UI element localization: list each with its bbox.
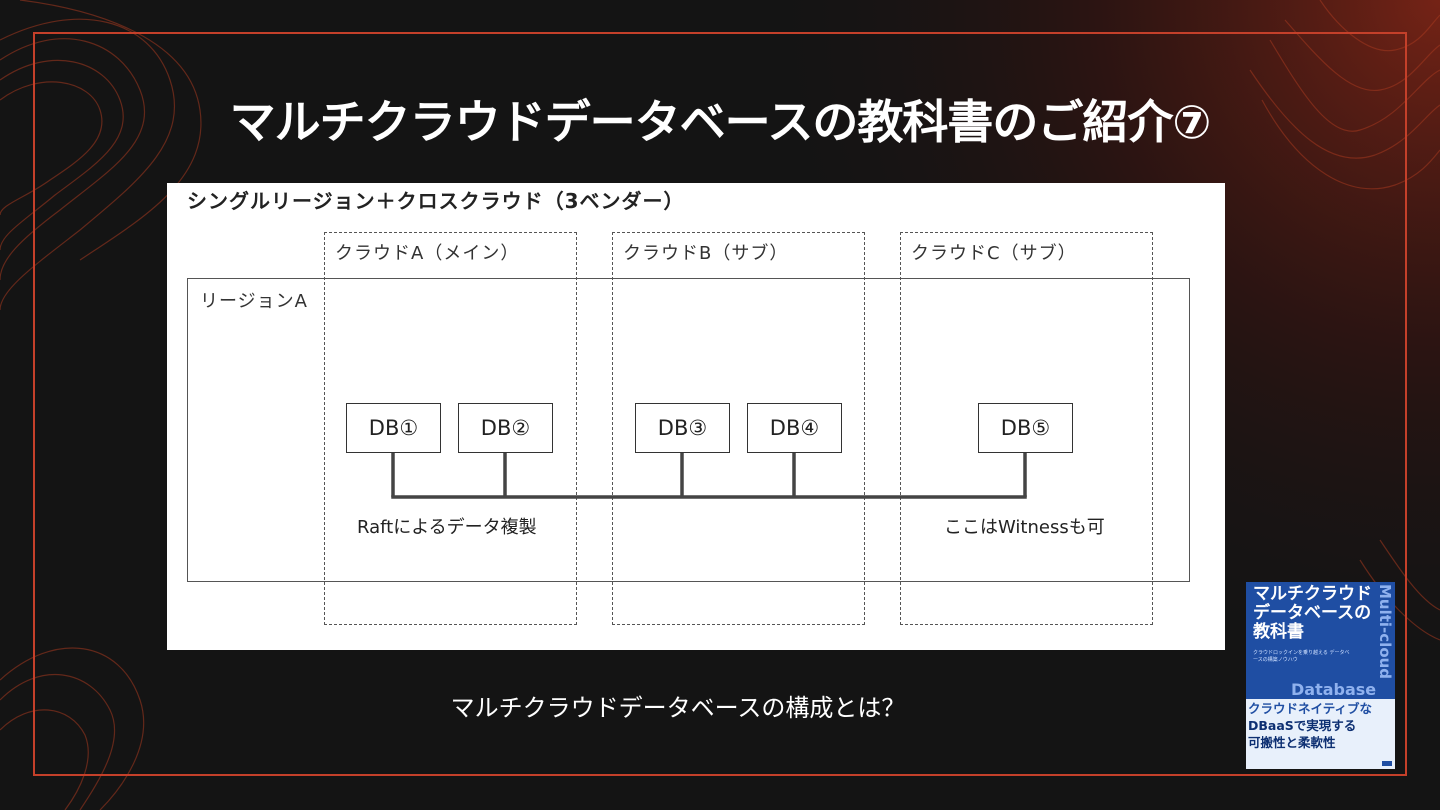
book-title-line1: マルチクラウド [1253,585,1372,604]
slide-title: マルチクラウドデータベースの教科書のご紹介⑦ [0,86,1440,152]
db-node-2: DB② [458,403,553,453]
witness-note: ここはWitnessも可 [944,513,1105,539]
book-band-line3: 可搬性と柔軟性 [1248,734,1372,751]
db-node-3: DB③ [635,403,730,453]
publisher-logo [1382,761,1392,766]
architecture-diagram: シングルリージョン＋クロスクラウド（3ベンダー） リージョンA クラウドA（メイ… [167,183,1225,650]
book-band-text: クラウドネイティブな DBaaSで実現する 可搬性と柔軟性 [1248,700,1372,751]
db-node-5: DB⑤ [978,403,1073,453]
replication-note: Raftによるデータ複製 [357,513,537,539]
book-title-line2: データベースの [1253,604,1372,623]
book-band-line1: クラウドネイティブな [1248,700,1372,717]
book-cover: マルチクラウド データベースの 教科書 クラウドロックインを乗り越える データベ… [1246,582,1395,769]
book-title: マルチクラウド データベースの 教科書 [1253,585,1372,642]
book-title-line3: 教科書 [1253,623,1372,642]
book-database-text: Database [1291,680,1376,699]
db-node-4: DB④ [747,403,842,453]
book-side-text: Multi-cloud [1376,584,1394,679]
book-band-line2: DBaaSで実現する [1248,717,1372,734]
slide-caption: マルチクラウドデータベースの構成とは？ [0,688,1356,723]
db-node-1: DB① [346,403,441,453]
book-band: クラウドネイティブな DBaaSで実現する 可搬性と柔軟性 [1246,699,1395,769]
book-subtitle: クラウドロックインを乗り越える データベースの構築ノウハウ [1253,650,1353,664]
